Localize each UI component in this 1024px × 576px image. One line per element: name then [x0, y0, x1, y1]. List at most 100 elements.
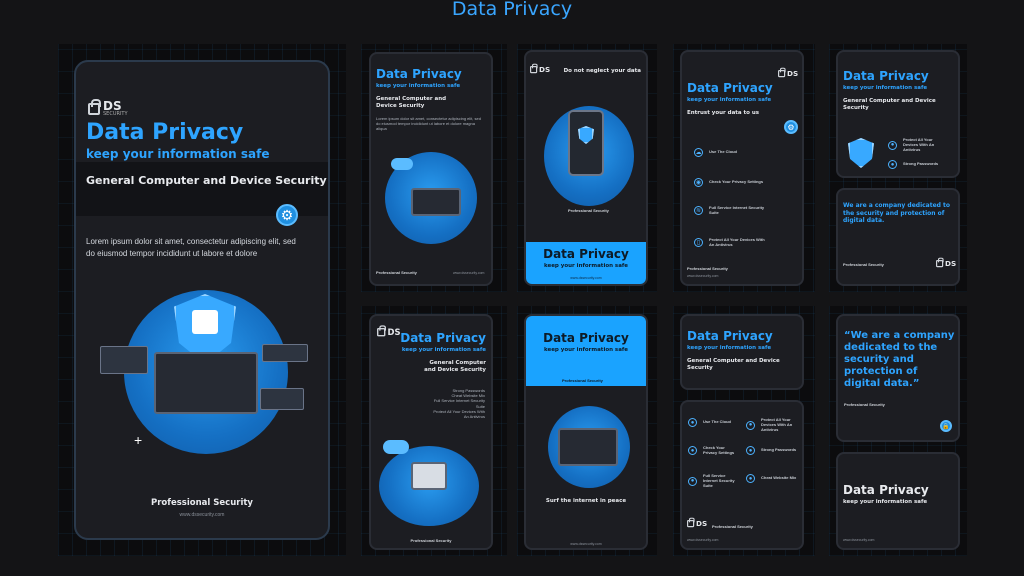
card-url: www.dssecurity.com — [453, 271, 485, 275]
card-title: Data Privacy — [843, 69, 929, 83]
laptop-screen — [154, 352, 258, 414]
card-footer: Professional Security — [562, 378, 603, 383]
page-title: Data Privacy — [451, 0, 573, 20]
card-tagline: General Computer and Device Security — [376, 96, 447, 109]
feature-row: ●Cheat Website Mix — [746, 474, 799, 483]
info-panel — [262, 344, 308, 362]
monitor-screen — [411, 462, 447, 490]
image-panel — [260, 388, 304, 410]
card-footer: Professional Security — [568, 208, 609, 213]
ds-logo: DS — [530, 63, 550, 73]
column-5: Data Privacy keep your information safe … — [829, 44, 967, 292]
eye-icon: ◉ — [694, 178, 703, 187]
story-card-top-5b[interactable]: We are a company dedicated to the securi… — [836, 188, 960, 286]
user-card-panel — [100, 346, 148, 374]
feature-row: ◉ Check Your Privacy Settings — [694, 178, 764, 187]
story-card-top-2[interactable]: Data Privacy keep your information safe … — [369, 52, 493, 286]
big-footer: Professional Security — [151, 498, 253, 508]
card-tagline: General Computer and Device Security — [424, 360, 486, 373]
column-3: DS Do not neglect your data Professional… — [517, 44, 657, 292]
card-title: Data Privacy — [543, 331, 629, 345]
shield-icon — [578, 126, 594, 144]
story-card-bottom-5b[interactable]: Data Privacy keep your information safe … — [836, 452, 960, 550]
lock-icon — [377, 325, 387, 337]
check-icon: ● — [746, 474, 755, 483]
cloud-icon — [383, 440, 409, 454]
card-footer: Professional Security — [376, 270, 417, 275]
feature-list: Strong Passwords Cheat Website Mix Full … — [433, 388, 485, 419]
phone-icon: ▯ — [694, 238, 703, 248]
feature-row: ●Use The Cloud — [688, 418, 735, 427]
card-statement: We are a company dedicated to the securi… — [843, 202, 951, 224]
check-icon: ● — [688, 476, 697, 486]
story-card-bottom-5a[interactable]: “We are a company dedicated to the secur… — [836, 314, 960, 442]
banner-title: Data Privacy — [543, 247, 629, 261]
ds-logo: DS — [687, 517, 707, 528]
phone-icon — [568, 110, 604, 176]
card-title: Data Privacy — [687, 329, 773, 343]
ds-logo: DS — [778, 67, 798, 78]
computer-screen — [411, 188, 461, 216]
column-4: Data Privacy keep your information safe … — [673, 44, 815, 292]
ds-logo: DS — [936, 257, 956, 268]
lock-icon — [778, 67, 786, 78]
card-title: Data Privacy — [400, 331, 486, 345]
feature-row: ●Strong Passwords — [888, 160, 943, 169]
card-title: Data Privacy — [687, 81, 773, 95]
card-body: Lorem ipsum dolor sit amet, consectetur … — [376, 116, 481, 132]
check-icon: ● — [888, 140, 897, 150]
card-subtitle: keep your information safe — [687, 345, 772, 351]
wifi-icon: ≋ — [694, 206, 703, 216]
big-url: www.dssecurity.com — [179, 512, 225, 518]
feature-row: ●Check Your Privacy Settings — [688, 445, 735, 456]
lock-icon — [88, 98, 101, 115]
card-tagline: General Computer and Device Security — [843, 98, 936, 111]
card-url: www.dssecurity.com — [687, 274, 719, 278]
story-card-top-5a[interactable]: Data Privacy keep your information safe … — [836, 50, 960, 178]
card-url: www.dssecurity.com — [687, 538, 719, 542]
column-3-bottom: Data Privacy keep your information safe … — [517, 306, 657, 556]
banner-url: www.dssecurity.com — [570, 276, 602, 280]
feature-row: ●Strong Passwords — [746, 446, 799, 455]
gear-icon[interactable]: ⚙ — [276, 204, 298, 226]
big-body: Lorem ipsum dolor sit amet, consectetur … — [86, 237, 296, 258]
card-tagline: General Computer and Device Security — [687, 358, 780, 371]
big-subtitle: keep your information safe — [86, 147, 270, 161]
card-footer: Professional Security — [687, 266, 728, 271]
feature-row: ●Protect All Your Devices With An Antivi… — [746, 417, 799, 432]
card-footer: Professional Security — [712, 524, 753, 529]
story-card-bottom-3[interactable]: Data Privacy keep your information safe … — [524, 314, 648, 550]
bright-banner — [526, 242, 646, 284]
story-card-bottom-2[interactable]: DS Data Privacy keep your information sa… — [369, 314, 493, 550]
card-subtitle: keep your information safe — [843, 85, 928, 91]
story-card-top-3[interactable]: DS Do not neglect your data Professional… — [524, 50, 648, 286]
card-footer: Professional Security — [844, 402, 885, 407]
card-url: www.dssecurity.com — [843, 538, 875, 542]
feature-row: ▯ Protect All Your Devices With An Antiv… — [694, 237, 769, 248]
feature-row: ●Protect All Your Devices With An Antivi… — [888, 137, 943, 152]
story-card-bottom-4a[interactable]: Data Privacy keep your information safe … — [680, 314, 804, 390]
column-2: Data Privacy keep your information safe … — [361, 44, 507, 292]
card-subtitle: keep your information safe — [843, 499, 928, 505]
ds-logo: DS — [377, 325, 401, 337]
cloud-icon — [391, 158, 413, 170]
padlock-icon — [192, 310, 218, 334]
story-card-top-4[interactable]: Data Privacy keep your information safe … — [680, 50, 804, 286]
card-footer: Professional Security — [410, 538, 452, 543]
gear-icon[interactable]: ⚙ — [784, 120, 798, 134]
card-caption: Surf the internet in peace — [545, 498, 627, 504]
story-card-bottom-4b[interactable]: ●Use The Cloud ●Protect All Your Devices… — [680, 400, 804, 550]
feature-row: ●Full Service Internet Security Suite — [688, 473, 735, 488]
card-subtitle: keep your information safe — [376, 83, 461, 89]
card-subtitle: keep your information safe — [401, 347, 486, 353]
card-url: www.dssecurity.com — [570, 542, 602, 546]
cloud-icon: ☁ — [694, 148, 703, 157]
lock-icon — [687, 517, 695, 528]
card-title: Data Privacy — [843, 483, 929, 497]
check-icon: ● — [746, 446, 755, 455]
card-quote: “We are a company dedicated to the secur… — [844, 330, 955, 389]
browser-window — [558, 428, 618, 466]
